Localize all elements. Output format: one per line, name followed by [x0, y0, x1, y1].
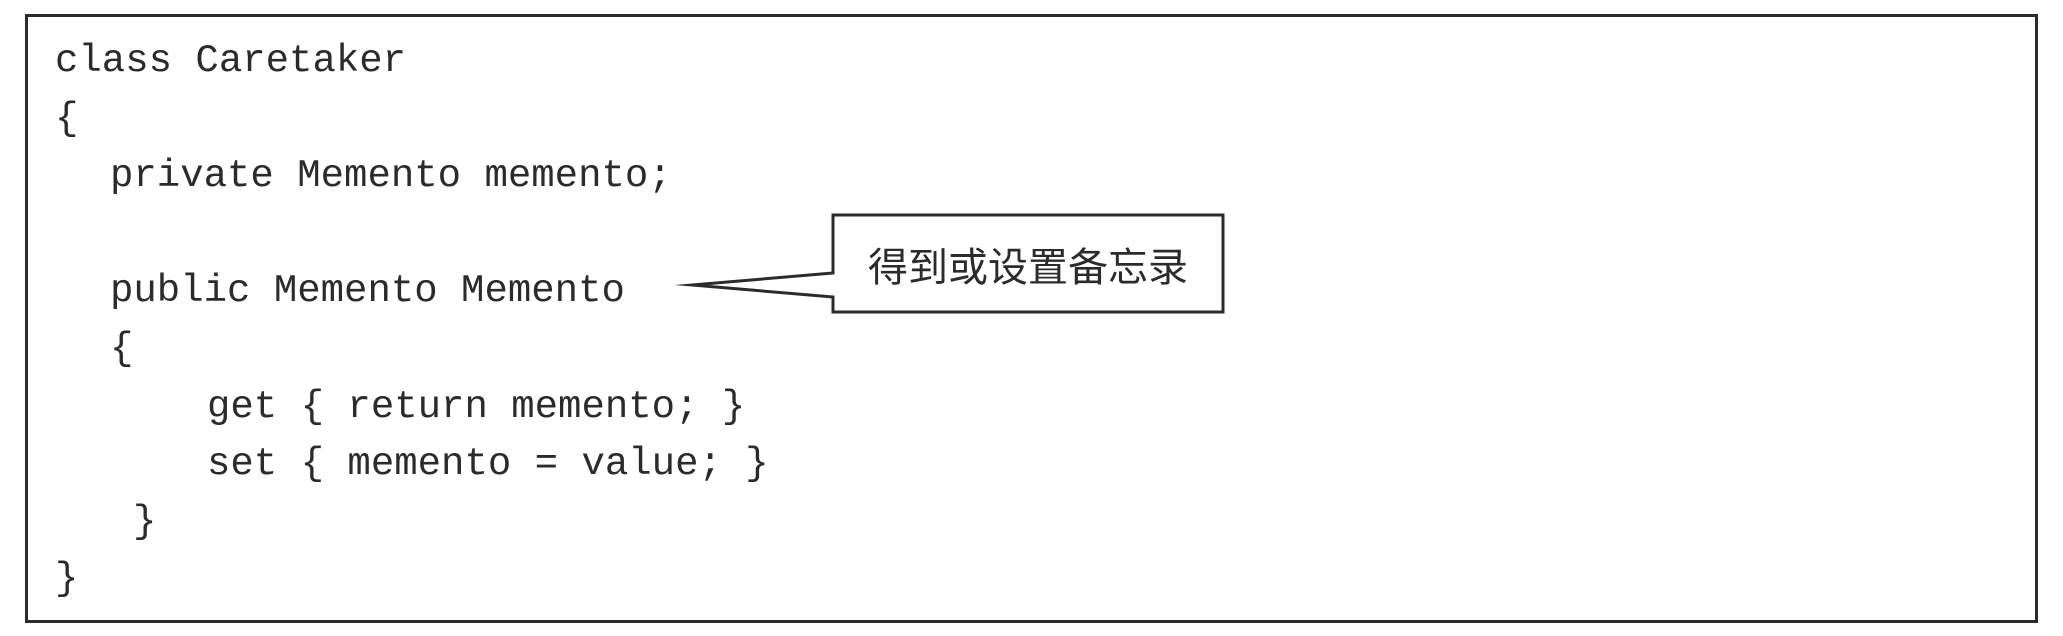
- code-line: public Memento Memento: [110, 269, 625, 314]
- callout-text: 得到或设置备忘录: [868, 245, 1188, 290]
- callout-outline-shape: [674, 213, 1225, 314]
- callout-bubble: [674, 213, 1225, 314]
- code-frame: [25, 14, 2038, 623]
- code-line: private Memento memento;: [110, 154, 672, 199]
- code-line: class Caretaker: [55, 39, 407, 83]
- code-line: }: [55, 557, 79, 602]
- code-block: class Caretaker { private Memento memento;…: [55, 33, 769, 609]
- code-line: {: [110, 326, 134, 371]
- code-line: get { return memento; }: [207, 384, 746, 429]
- code-line: }: [133, 499, 157, 544]
- code-line: set { memento = value; }: [207, 442, 769, 487]
- code-line: {: [55, 96, 79, 141]
